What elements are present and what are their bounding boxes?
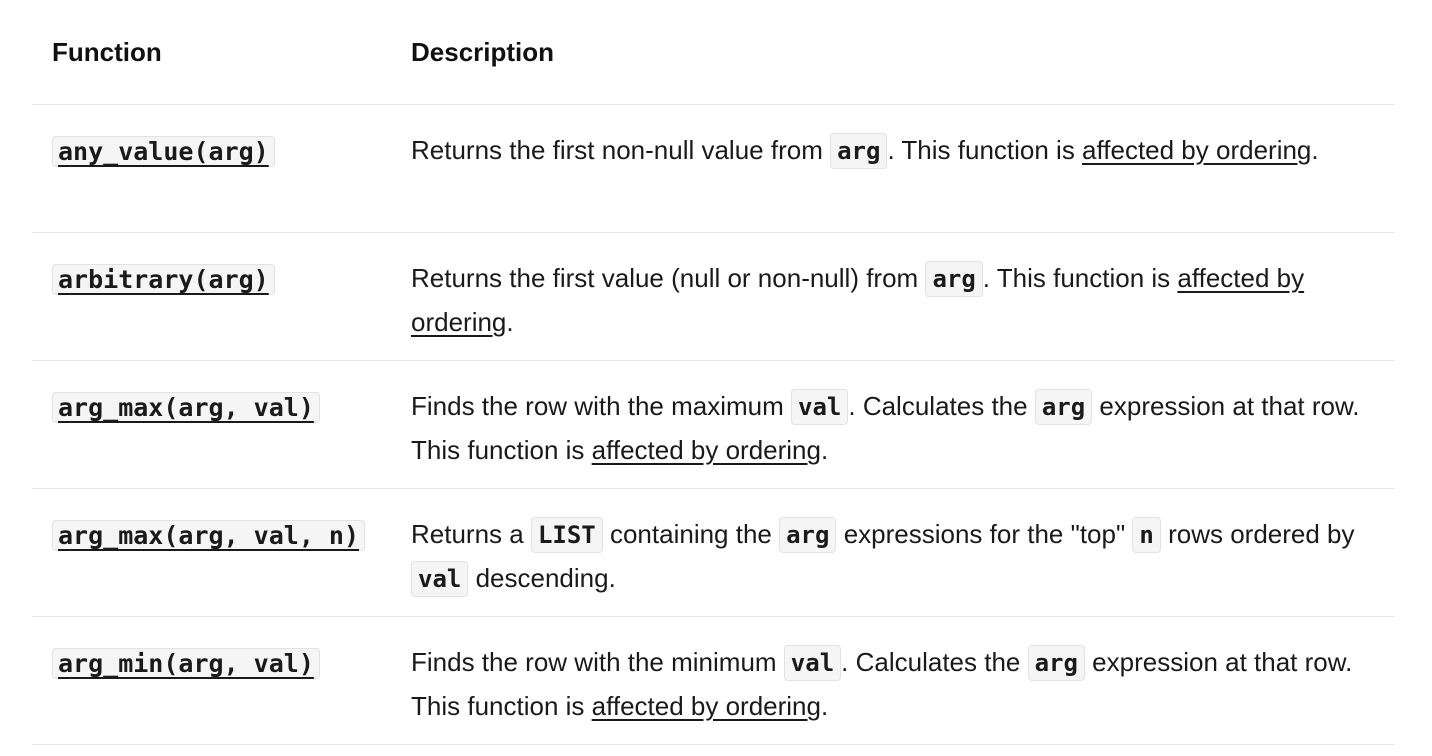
text-fragment: . This function is: [887, 135, 1083, 165]
text-fragment: . Calculates the: [848, 391, 1035, 421]
header-row: Function Description: [32, 0, 1395, 105]
text-fragment: . This function is: [982, 263, 1178, 293]
function-cell: arbitrary(arg): [32, 232, 411, 361]
affected-by-ordering-link[interactable]: affected by ordering: [591, 691, 821, 721]
inline-code: arg: [830, 133, 888, 169]
inline-code: arg: [1027, 645, 1085, 681]
table-row: arg_min(arg, val) Finds the row with the…: [32, 616, 1395, 745]
affected-by-ordering-link[interactable]: affected by ordering: [591, 435, 821, 465]
text-fragment: .: [506, 307, 514, 337]
functions-table: Function Description any_value(arg) Retu…: [32, 0, 1395, 745]
text-fragment: Returns the first non-null value from: [411, 135, 831, 165]
inline-code: val: [411, 561, 469, 597]
inline-code: LIST: [530, 517, 603, 553]
description-text: Finds the row with the maximum val. Calc…: [411, 385, 1375, 472]
description-text: Returns a LIST containing the arg expres…: [411, 513, 1375, 601]
table-header: Function Description: [32, 0, 1395, 105]
functions-table-container: Function Description any_value(arg) Retu…: [32, 0, 1395, 745]
affected-by-ordering-link[interactable]: affected by ordering: [411, 263, 1305, 337]
table-row: arbitrary(arg) Returns the first value (…: [32, 232, 1395, 361]
inline-code: val: [791, 389, 849, 425]
function-link-any-value[interactable]: any_value(arg): [52, 136, 275, 167]
function-link-arg-min[interactable]: arg_min(arg, val): [52, 648, 320, 679]
function-link-arg-max[interactable]: arg_max(arg, val): [52, 392, 320, 423]
description-cell: Returns the first value (null or non-nul…: [411, 232, 1395, 361]
text-fragment: expression at that row. This function is: [411, 647, 1353, 721]
function-link-arg-max-n[interactable]: arg_max(arg, val, n): [52, 520, 366, 551]
function-cell: arg_max(arg, val, n): [32, 488, 411, 617]
description-cell: Finds the row with the maximum val. Calc…: [411, 360, 1395, 489]
description-cell: Finds the row with the minimum val. Calc…: [411, 616, 1395, 745]
affected-by-ordering-link[interactable]: affected by ordering: [1082, 135, 1312, 165]
text-fragment: . Calculates the: [841, 647, 1028, 677]
text-fragment: .: [820, 691, 829, 721]
text-fragment: expression at that row. This function is: [411, 391, 1360, 465]
text-fragment: Returns a: [411, 519, 531, 549]
table-body: any_value(arg) Returns the first non-nul…: [32, 104, 1395, 745]
inline-code: arg: [779, 517, 837, 553]
inline-code: arg: [925, 261, 983, 297]
text-fragment: .: [820, 435, 829, 465]
description-column-header: Description: [411, 0, 1395, 105]
description-cell: Returns a LIST containing the arg expres…: [411, 488, 1395, 617]
inline-code: arg: [1034, 389, 1093, 425]
table-row: any_value(arg) Returns the first non-nul…: [32, 104, 1395, 233]
function-link-arbitrary[interactable]: arbitrary(arg): [52, 264, 275, 295]
inline-code: val: [783, 645, 842, 681]
table-row: arg_max(arg, val, n) Returns a LIST cont…: [32, 488, 1395, 617]
description-text: Returns the first non-null value from ar…: [411, 129, 1375, 173]
text-fragment: .: [1311, 135, 1319, 165]
text-fragment: containing the: [602, 519, 780, 549]
text-fragment: expressions for the "top": [836, 519, 1133, 549]
text-fragment: Finds the row with the minimum: [411, 647, 784, 677]
text-fragment: descending.: [468, 563, 616, 593]
function-cell: arg_min(arg, val): [32, 616, 411, 745]
description-text: Finds the row with the minimum val. Calc…: [411, 641, 1375, 728]
function-column-header: Function: [32, 0, 411, 105]
text-fragment: rows ordered by: [1160, 519, 1355, 549]
inline-code: n: [1132, 517, 1161, 553]
function-cell: any_value(arg): [32, 104, 411, 233]
table-row: arg_max(arg, val) Finds the row with the…: [32, 360, 1395, 489]
text-fragment: Returns the first value (null or non-nul…: [411, 263, 926, 293]
description-cell: Returns the first non-null value from ar…: [411, 104, 1395, 233]
description-text: Returns the first value (null or non-nul…: [411, 257, 1375, 344]
function-cell: arg_max(arg, val): [32, 360, 411, 489]
text-fragment: Finds the row with the maximum: [411, 391, 792, 421]
